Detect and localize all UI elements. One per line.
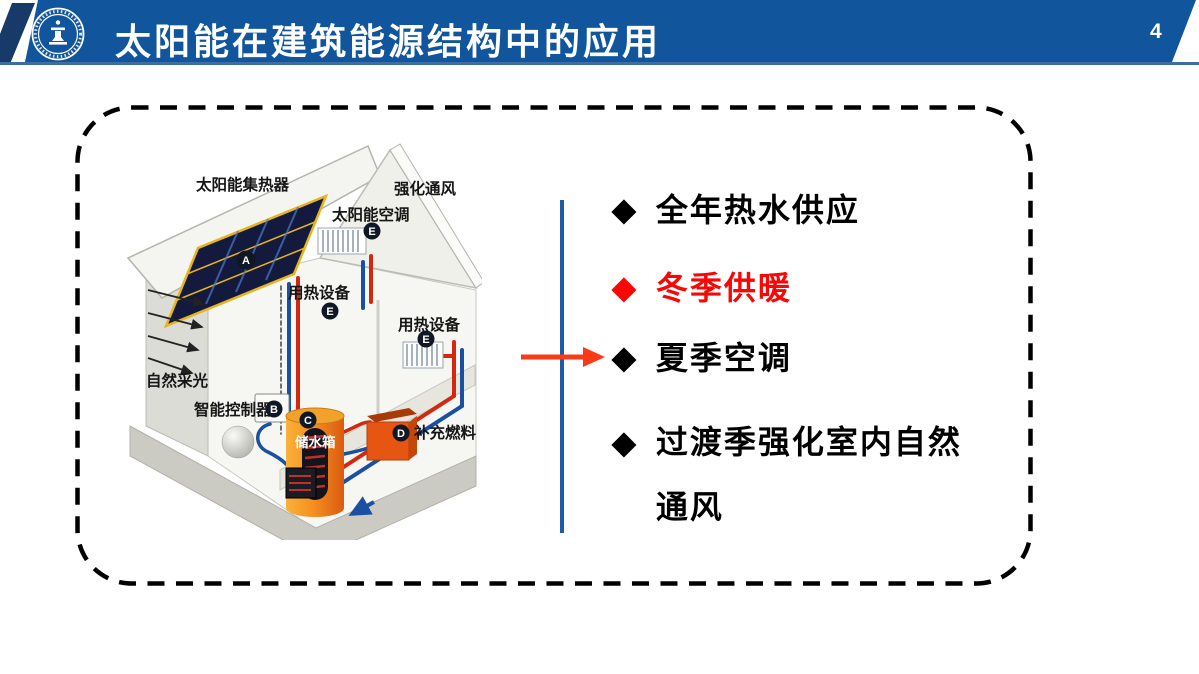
vertical-divider (560, 200, 564, 533)
header-bar (25, 0, 1196, 62)
diamond-bullet-icon: ◆ (612, 340, 636, 375)
badge-e-upper: E (321, 302, 339, 320)
daylight-arrows (147, 289, 206, 375)
slide-page-number: 4 (1150, 20, 1162, 43)
smart-controller-label: 智能控制器 (194, 400, 272, 419)
enhanced-ventilation-label: 强化通风 (394, 179, 457, 198)
list-item: ◆ 全年热水供应 (612, 192, 860, 228)
panel-divider (186, 221, 316, 275)
fuel-box (366, 408, 417, 461)
heat-device-lower-label: 用热设备 (398, 315, 461, 334)
list-item: ◆ 过渡季强化室内自然通风 (612, 410, 978, 540)
roof-left-slope (126, 144, 381, 299)
heat-device-upper-label: 用热设备 (288, 283, 351, 302)
badge-a: A (236, 250, 256, 270)
header-underline (0, 62, 1199, 65)
list-item-label: 冬季供暖 (655, 270, 792, 306)
badge-e-lower: E (417, 330, 435, 348)
svg-text:B: B (270, 404, 278, 416)
house-foundation (129, 425, 477, 540)
badge-b: B (265, 400, 283, 418)
svg-text:E: E (368, 226, 375, 238)
slide-title: 太阳能在建筑能源结构中的应用 (115, 21, 662, 62)
water-tank-label: 储水箱 (294, 434, 336, 450)
university-seal-icon (31, 7, 85, 61)
solar-ac-label: 太阳能空调 (332, 205, 410, 224)
diamond-bullet-icon: ◆ (612, 270, 636, 305)
list-item: ◆ 夏季空调 (612, 340, 792, 376)
svg-text:E: E (326, 306, 333, 318)
svg-text:E: E (422, 334, 429, 346)
right-roof-fascia (389, 143, 482, 289)
solar-collector-label: 太阳能集热器 (196, 175, 290, 194)
panel-divider (176, 247, 306, 301)
gray-sphere (221, 425, 255, 459)
svg-text:C: C (304, 415, 312, 427)
red-arrow-icon (521, 347, 605, 367)
diamond-bullet-icon: ◆ (612, 425, 636, 460)
list-item-label: 夏季空调 (655, 340, 792, 376)
svg-text:D: D (397, 428, 405, 440)
list-item-label: 过渡季强化室内自然通风 (655, 424, 962, 525)
badge-e-attic: E (363, 222, 381, 240)
building-energy-illustration: 太阳能集热器 强化通风 太阳能空调 用热设备 用热设备 自然采光 智能控制器 补… (126, 143, 482, 540)
list-item: ◆ 冬季供暖 (612, 270, 792, 306)
diamond-bullet-icon: ◆ (612, 192, 636, 227)
supplementary-fuel-label: 补充燃料 (413, 423, 477, 442)
attic-radiator (317, 227, 367, 255)
list-item-label: 全年热水供应 (655, 192, 860, 228)
badge-c: C (299, 411, 317, 429)
natural-daylight-label: 自然采光 (146, 371, 209, 390)
drain-arrow (348, 496, 375, 516)
svg-text:A: A (242, 255, 250, 267)
badge-d: D (392, 424, 410, 442)
